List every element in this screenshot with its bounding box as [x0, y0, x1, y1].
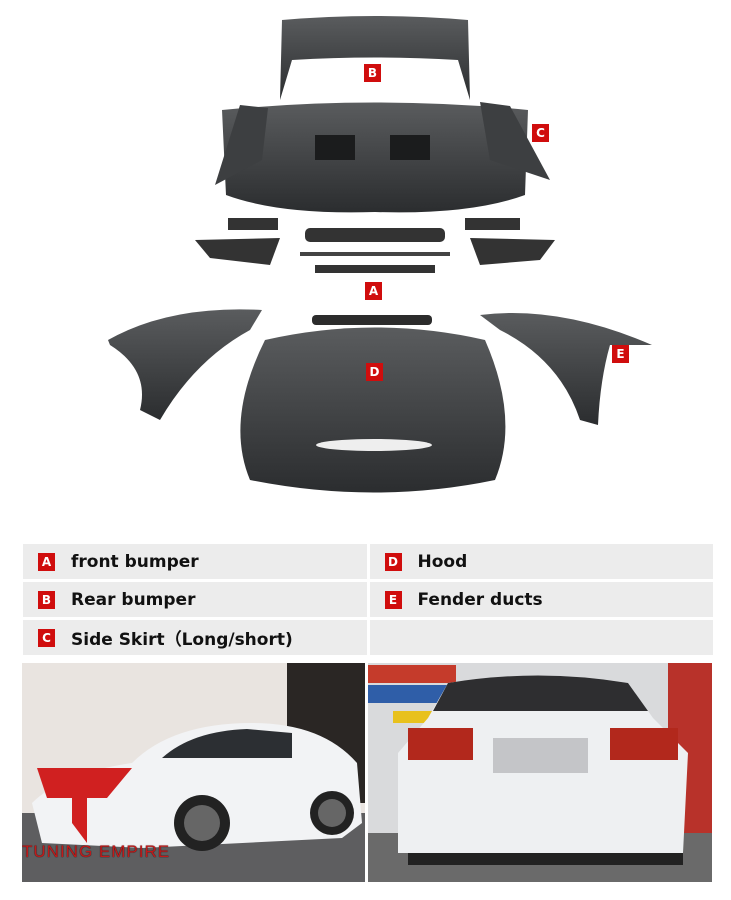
tuning-empire-logo-mark [37, 768, 132, 843]
callout-e: E [612, 345, 629, 363]
legend-label: Fender ducts [417, 589, 543, 610]
legend-label: Side Skirt（Long/short) [71, 630, 293, 650]
legend-label: front bumper [71, 551, 199, 572]
front-car-photo: TUNING EMPIRE [22, 663, 365, 882]
front-bumper [222, 102, 528, 213]
rear-bumper [280, 16, 470, 100]
side-skirt-left [215, 105, 268, 185]
letter-badge: E [384, 590, 402, 609]
letter-badge: A [38, 552, 55, 571]
legend-label: Rear bumper [71, 589, 196, 610]
body-kit-parts-illustration [108, 16, 652, 493]
callout-c: C [532, 124, 549, 142]
fender-right [480, 313, 652, 425]
legend-item-e: E Fender ducts [369, 582, 713, 617]
callout-a: A [365, 282, 382, 300]
fender-left [108, 309, 262, 420]
legend-row: B Rear bumper E Fender ducts [23, 582, 713, 617]
rear-car-photo [368, 663, 712, 882]
letter-badge: C [38, 628, 55, 647]
legend-empty-cell [369, 620, 713, 655]
hood [240, 327, 506, 493]
legend-item-d: D Hood [369, 544, 713, 579]
brand-logo-text: TUNING EMPIRE [22, 842, 171, 861]
side-skirt-right [480, 102, 550, 180]
legend-item-c: C Side Skirt（Long/short) [23, 620, 367, 655]
callout-b: B [364, 64, 381, 82]
legend-item-b: B Rear bumper [23, 582, 367, 617]
letter-badge: B [38, 590, 55, 609]
legend-label: Hood [417, 551, 468, 572]
parts-diagram: B C A D E [108, 16, 652, 493]
legend-row: C Side Skirt（Long/short) [23, 620, 713, 655]
callout-d: D [366, 363, 383, 381]
letter-badge: D [384, 552, 402, 571]
